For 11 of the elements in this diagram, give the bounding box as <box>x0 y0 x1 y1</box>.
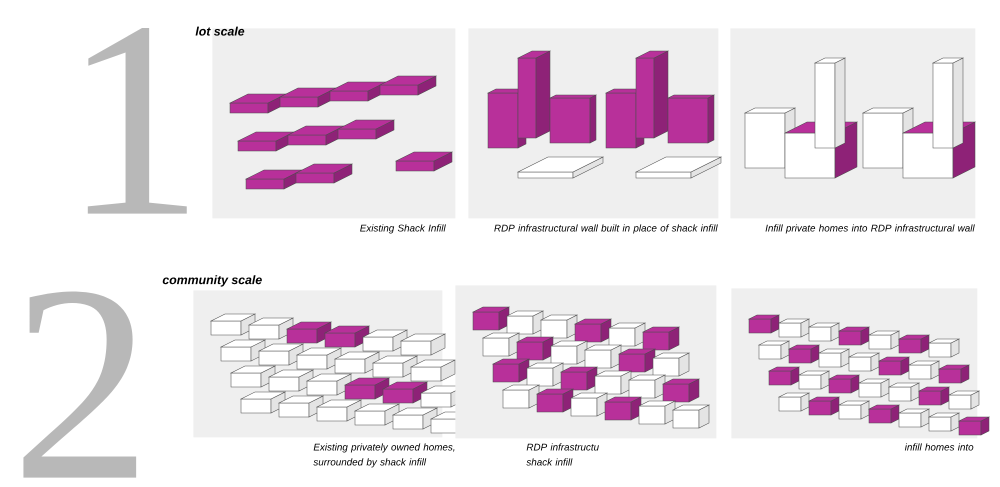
panel-caption: Existing Shack Infill <box>360 224 446 234</box>
panel-caption: Existing privately owned homes, surrounded by shack infill <box>313 443 454 468</box>
panel-caption: shack infill <box>526 458 572 466</box>
panel-caption: Infill private homes into RDP infrastructural wall <box>766 224 975 234</box>
section-heading: lot scale <box>196 26 244 36</box>
section-heading: community scale <box>162 275 262 287</box>
panel-caption: infill homes into <box>904 443 974 451</box>
panel-caption: RDP infrastructu <box>526 443 599 451</box>
scale-number: 2 <box>23 291 136 478</box>
scale-number: 1 <box>88 28 187 214</box>
panel-caption: RDP infrastructural wall built in place of shack infill <box>494 224 718 234</box>
